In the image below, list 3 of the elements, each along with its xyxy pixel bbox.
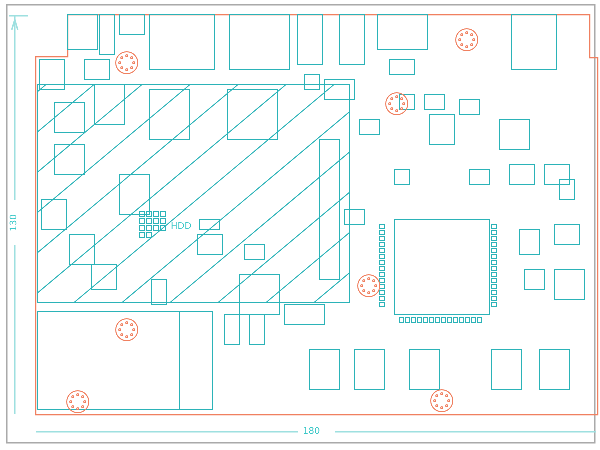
part-label: HDD: [171, 222, 192, 232]
dimension-label: 130: [10, 214, 20, 232]
dimension-label: 180: [303, 427, 320, 437]
